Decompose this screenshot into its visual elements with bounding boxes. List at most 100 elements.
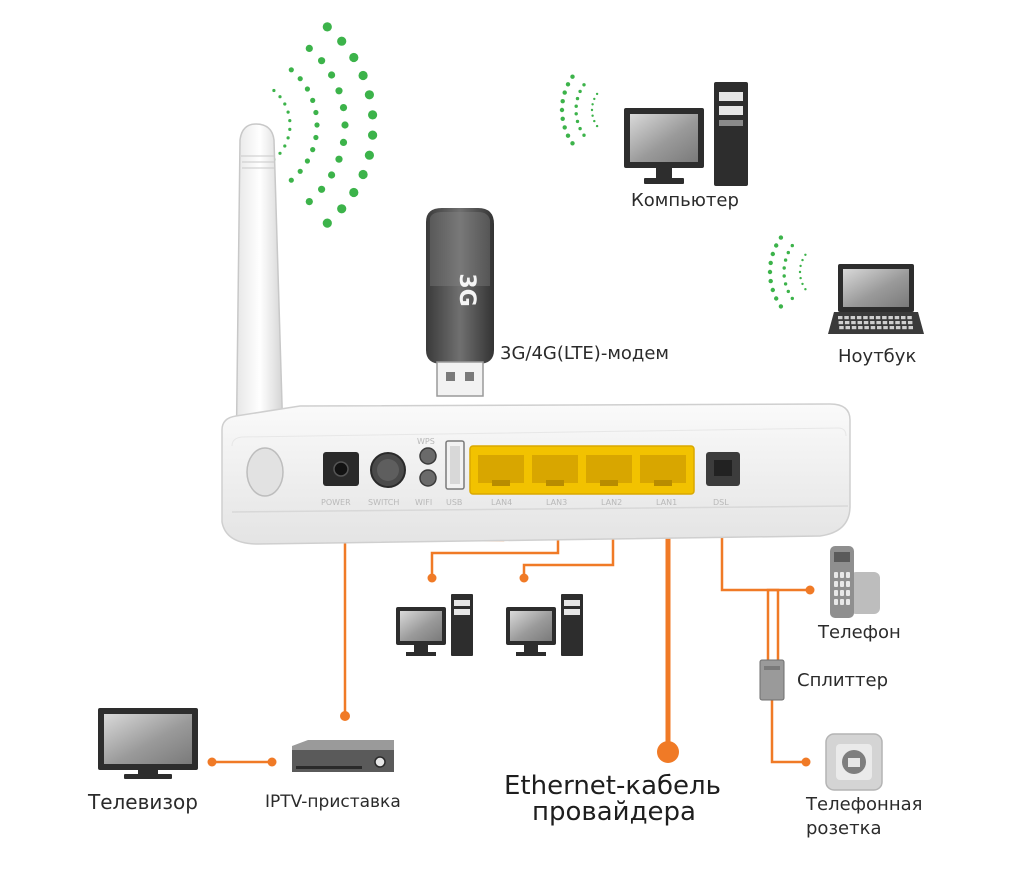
- label-socket-line2: розетка: [806, 818, 882, 839]
- wifi-dot: [804, 288, 807, 291]
- wifi-dot: [313, 134, 319, 141]
- wifi-dot: [328, 171, 336, 179]
- wifi-dot: [574, 112, 578, 116]
- laptop-key: [870, 326, 876, 330]
- port-label-switch: SWITCH: [368, 498, 399, 507]
- lan-port-socket: [478, 455, 524, 483]
- wifi-dot: [562, 125, 567, 130]
- wifi-dot: [768, 260, 773, 266]
- splitter-icon: [759, 659, 785, 701]
- wifi-dot: [799, 264, 802, 268]
- port-label-lan2: LAN2: [601, 498, 622, 507]
- label-tv: Телевизор: [88, 790, 198, 814]
- phone-key: [846, 590, 850, 596]
- wifi-dot: [288, 127, 292, 131]
- wifi-dot: [801, 282, 804, 286]
- wifi-dot: [318, 185, 326, 193]
- wifi-dot: [562, 90, 567, 95]
- wifi-dot: [368, 130, 378, 140]
- desktop-computer-icon: [624, 82, 748, 186]
- wifi-dot: [286, 110, 290, 114]
- laptop-key: [907, 321, 913, 325]
- lan-ports-block: [469, 445, 695, 495]
- wifi-dot: [786, 250, 790, 255]
- phone-socket-icon: [825, 733, 883, 791]
- cable-dot-tv: [207, 757, 217, 767]
- wifi-dot: [322, 22, 332, 32]
- wifi-dot: [574, 104, 578, 108]
- laptop-key: [851, 326, 857, 330]
- wifi-dot: [305, 198, 313, 206]
- laptop-key: [838, 321, 844, 325]
- phone-key: [840, 572, 844, 578]
- wifi-dot: [341, 121, 349, 129]
- label-computer: Компьютер: [631, 190, 739, 211]
- wifi-dot: [578, 126, 582, 131]
- wifi-waves-icon: [272, 22, 378, 228]
- label-splitter: Сплиттер: [797, 670, 889, 691]
- laptop-key: [850, 316, 856, 320]
- wifi-dot: [337, 204, 347, 214]
- wifi-dot: [783, 282, 788, 286]
- wifi-dot: [786, 289, 790, 294]
- wifi-dot: [310, 97, 316, 103]
- cable-dot-socket: [801, 757, 811, 767]
- router-port-labels: POWER SWITCH WIFI USB LAN4 LAN3 LAN2 LAN…: [321, 437, 729, 507]
- cable-splitter-phone: [766, 588, 810, 660]
- wifi-dot: [560, 116, 565, 122]
- port-label-dsl: DSL: [713, 498, 729, 507]
- wifi-dot: [559, 107, 565, 113]
- phone-key: [840, 581, 844, 587]
- wifi-dot: [339, 104, 348, 112]
- wifi-dot: [304, 86, 310, 92]
- wifi-dot: [575, 119, 580, 124]
- laptop-key: [869, 316, 874, 320]
- wifi-dot: [790, 243, 794, 248]
- cable-end-dots: [207, 573, 815, 767]
- phone-key: [834, 572, 838, 578]
- wifi-dot: [304, 158, 310, 164]
- cable-dot-pc1: [427, 573, 437, 583]
- cable-dot-iptv: [340, 711, 350, 721]
- wifi-dot: [318, 57, 326, 65]
- wifi-dot: [782, 266, 786, 270]
- laptop-key: [907, 316, 912, 320]
- cable-splitter-socket: [770, 700, 806, 764]
- wifi-dot: [349, 187, 359, 198]
- lan-port-clip: [492, 480, 510, 486]
- port-label-lan3: LAN3: [546, 498, 567, 507]
- laptop-key: [902, 326, 907, 330]
- phone-key: [840, 590, 844, 596]
- label-iptv: IPTV-приставка: [265, 792, 401, 812]
- laptop-key: [864, 326, 869, 330]
- label-laptop: Ноутбук: [838, 346, 917, 367]
- wifi-dot: [790, 296, 794, 301]
- phone-key: [834, 581, 838, 587]
- wifi-dot: [591, 103, 594, 106]
- port-label-wps: WPS: [417, 437, 435, 446]
- wifi-dot: [570, 141, 575, 146]
- desktop-computer-icon: [506, 594, 583, 656]
- laptop-key: [856, 316, 862, 320]
- wifi-dot: [783, 258, 788, 262]
- laptop-key: [889, 321, 894, 325]
- port-label-wifi: WIFI: [415, 498, 432, 507]
- label-ethernet-line2: провайдера: [532, 797, 696, 827]
- phone-key: [846, 581, 850, 587]
- phone-key: [846, 572, 850, 578]
- wifi-dot: [591, 114, 594, 117]
- port-label-lan1: LAN1: [656, 498, 677, 507]
- wifi-dot: [799, 276, 802, 280]
- cable-dot-provider: [657, 741, 679, 763]
- wifi-dot: [322, 218, 332, 228]
- phone-key: [834, 599, 838, 605]
- laptop-key: [895, 326, 901, 330]
- wifi-dot: [767, 269, 773, 275]
- wifi-dot: [565, 133, 571, 138]
- wifi-dot: [595, 92, 599, 96]
- laptop-key: [901, 321, 907, 325]
- wifi-dot: [770, 287, 775, 293]
- wifi-dot: [339, 138, 348, 146]
- label-phone: Телефон: [818, 622, 901, 643]
- port-label-lan4: LAN4: [491, 498, 512, 507]
